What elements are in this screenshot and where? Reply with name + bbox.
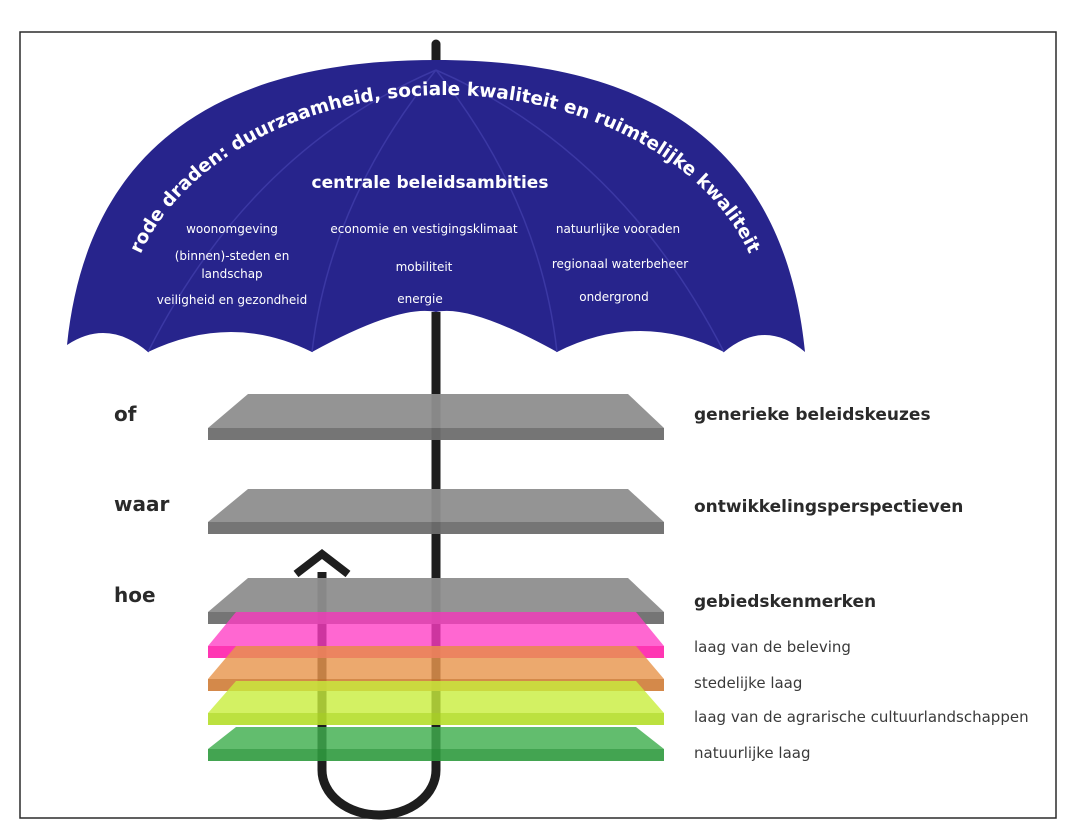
ambition-natuurlijke-vooraden: natuurlijke vooraden — [556, 222, 680, 236]
label-stedelijke-laag: stedelijke laag — [694, 674, 802, 692]
ambition-mobiliteit: mobiliteit — [396, 260, 453, 274]
umbrella-hook — [317, 572, 441, 820]
label-gebiedskenmerken: gebiedskenmerken — [694, 592, 876, 612]
ambition-waterbeheer: regionaal waterbeheer — [552, 257, 688, 271]
ambition-ondergrond: ondergrond — [579, 290, 649, 304]
label-hoe: hoe — [114, 583, 156, 607]
ambition-woonomgeving: woonomgeving — [186, 222, 278, 236]
label-of: of — [114, 402, 137, 426]
ambition-veiligheid: veiligheid en gezondheid — [157, 293, 307, 307]
ambition-steden-line2: landschap — [201, 267, 262, 281]
canopy-heading: centrale beleidsambities — [312, 173, 549, 193]
label-ontwikkelingsperspectieven: ontwikkelingsperspectieven — [694, 497, 963, 517]
layer-agrarisch — [208, 681, 664, 725]
ambition-economie: economie en vestigingsklimaat — [330, 222, 518, 236]
canopy-rib-inner-right — [435, 69, 558, 353]
label-generieke-beleidskeuzes: generieke beleidskeuzes — [694, 405, 931, 425]
label-natuurlijke-laag: natuurlijke laag — [694, 744, 810, 762]
label-agrarische-laag: laag van de agrarische cultuurlandschapp… — [694, 708, 1029, 726]
canopy-rib-inner-left — [311, 69, 437, 353]
label-laag-beleving: laag van de beleving — [694, 638, 851, 656]
ambition-steden-line1: (binnen)-steden en — [175, 249, 290, 263]
umbrella-canopy — [67, 60, 805, 352]
canopy-rib-left — [147, 69, 437, 353]
layer-natuurlijk — [208, 727, 664, 761]
ambition-energie: energie — [397, 292, 442, 306]
layer-ontwikkelingsperspectieven — [208, 489, 664, 534]
label-waar: waar — [114, 492, 169, 516]
canopy-rib-right — [435, 69, 725, 353]
upward-arrow-head — [293, 548, 351, 578]
layer-generieke-beleidskeuzes — [208, 394, 664, 440]
